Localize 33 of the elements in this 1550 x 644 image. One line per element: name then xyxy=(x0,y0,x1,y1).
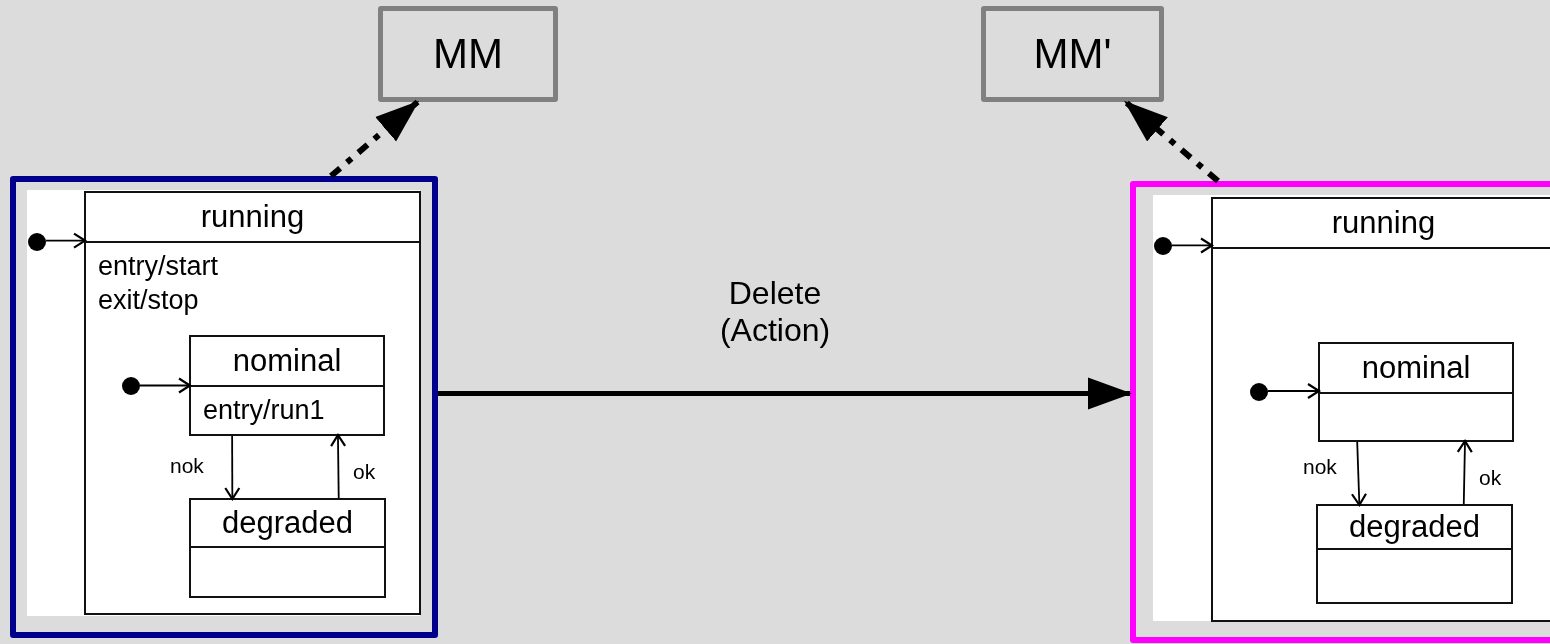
state-box xyxy=(84,191,421,615)
initial-state-dot xyxy=(1250,383,1268,401)
state-name: degraded xyxy=(222,505,353,540)
model-frame xyxy=(10,176,438,638)
state-box xyxy=(1318,342,1514,442)
state-name: nominal xyxy=(232,343,342,378)
state-box xyxy=(189,498,386,598)
conformance-arrow xyxy=(1123,99,1220,184)
state-name: running xyxy=(200,199,305,234)
transition-arrow xyxy=(139,377,192,394)
transition-arrow xyxy=(1171,237,1214,254)
initial-state-dot xyxy=(122,377,140,395)
transition-arrow xyxy=(45,232,87,249)
state-box xyxy=(189,335,385,436)
transition-arrow xyxy=(1267,382,1321,400)
state-box xyxy=(1316,504,1513,604)
metamodel-label: MM' xyxy=(1033,30,1112,78)
transition-arrow xyxy=(1350,441,1368,507)
state-name: degraded xyxy=(1349,509,1480,544)
state-name: nominal xyxy=(1361,350,1471,385)
model-frame xyxy=(1130,181,1550,643)
metamodel-box xyxy=(378,6,558,102)
state-action: entry/start exit/stop xyxy=(97,250,220,317)
transformation-arrow xyxy=(438,377,1132,410)
state-box xyxy=(1211,197,1550,622)
metamodel-label: MM xyxy=(433,30,503,78)
transition-arrow xyxy=(330,433,347,499)
state-action: entry/run1 xyxy=(202,394,326,427)
metamodel-box xyxy=(981,6,1164,102)
transition-arrow xyxy=(224,435,241,501)
transition-arrow xyxy=(1456,439,1473,505)
state-name: running xyxy=(1331,205,1436,240)
conformance-arrow xyxy=(329,99,420,179)
